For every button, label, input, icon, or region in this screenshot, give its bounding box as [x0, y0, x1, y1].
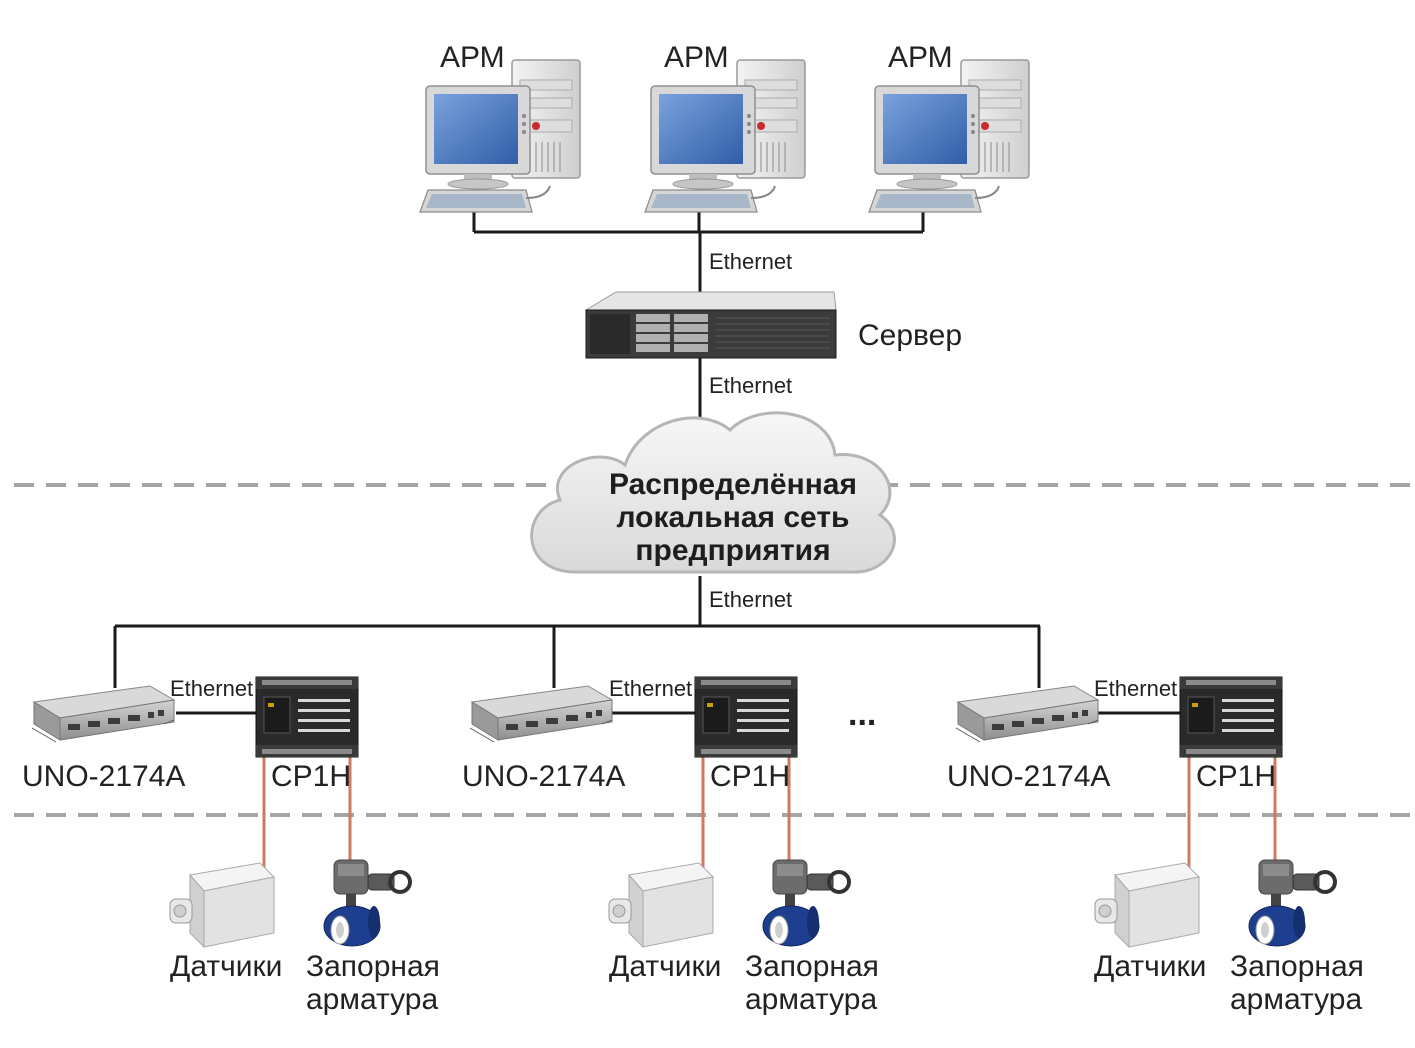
sensor-2-label: Датчики — [609, 950, 721, 983]
valve-2-label-line2: арматура — [745, 983, 877, 1016]
cloud-label-line2: локальная сеть — [617, 501, 850, 534]
valve-3-label-line1: Запорная — [1230, 950, 1364, 983]
ethernet-label-server: Ethernet — [709, 373, 792, 398]
workstation-3-label: АРМ — [888, 41, 953, 74]
plc-3-icon — [1179, 676, 1283, 758]
valve-2-icon — [761, 858, 851, 948]
cloud-label-line3: предприятия — [635, 534, 830, 567]
workstation-1-icon — [419, 59, 581, 213]
plc-2-icon — [694, 676, 798, 758]
valve-2-label-line1: Запорная — [745, 950, 879, 983]
ethernet-label-top: Ethernet — [709, 249, 792, 274]
sensor-2-icon — [608, 862, 714, 948]
sensor-3-icon — [1094, 862, 1200, 948]
uno-2-icon — [469, 685, 613, 743]
plc-1-label: CP1H — [271, 760, 351, 793]
workstation-3-icon — [868, 59, 1030, 213]
field-network-wiring — [113, 576, 1180, 715]
server-label: Сервер — [858, 319, 962, 352]
valve-1-label-line1: Запорная — [306, 950, 440, 983]
uno-3-label: UNO-2174A — [947, 760, 1110, 793]
valve-1-label-line2: арматура — [306, 983, 438, 1016]
cloud-icon — [530, 411, 896, 574]
valve-1-icon — [322, 858, 412, 948]
plc-2-label: CP1H — [710, 760, 790, 793]
workstation-2-label: АРМ — [664, 41, 729, 74]
valve-3-label-line2: арматура — [1230, 983, 1362, 1016]
io-wiring — [262, 757, 1277, 868]
sensor-1-label: Датчики — [170, 950, 282, 983]
valve-3-icon — [1247, 858, 1337, 948]
plc-3-label: CP1H — [1196, 760, 1276, 793]
cloud-label-line1: Распределённая — [609, 468, 857, 501]
ethernet-label-group-1: Ethernet — [170, 676, 253, 701]
uno-1-label: UNO-2174A — [22, 760, 185, 793]
ethernet-label-cloud: Ethernet — [709, 587, 792, 612]
workstation-1-label: АРМ — [440, 41, 505, 74]
plc-1-icon — [255, 676, 359, 758]
workstation-2-icon — [644, 59, 806, 213]
sensor-3-label: Датчики — [1094, 950, 1206, 983]
ethernet-label-group-2: Ethernet — [609, 676, 692, 701]
top-network-wiring — [472, 210, 925, 425]
server-icon — [585, 291, 837, 359]
ethernet-label-group-3: Ethernet — [1094, 676, 1177, 701]
uno-2-label: UNO-2174A — [462, 760, 625, 793]
more-groups-ellipsis: ... — [848, 695, 876, 733]
sensor-1-icon — [169, 862, 275, 948]
uno-1-icon — [31, 685, 175, 743]
uno-3-icon — [955, 685, 1099, 743]
